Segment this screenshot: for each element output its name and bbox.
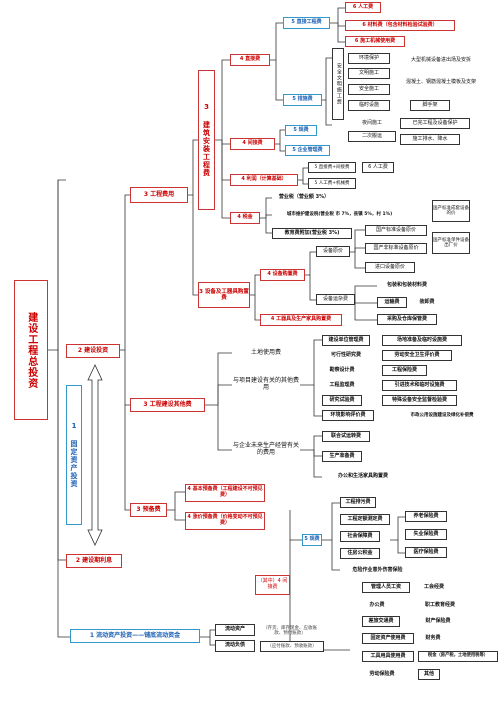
fee-item-3: 社会保障费 bbox=[340, 531, 380, 542]
fee-item-4: 住房公积金 bbox=[340, 548, 380, 559]
measure-safety-node: 安全施工 bbox=[348, 84, 390, 95]
mgmt-item-4: 固定资产使用费 bbox=[362, 633, 414, 644]
measure-civil-node: 文明施工 bbox=[348, 68, 390, 79]
land-item-4: 工程监理费 bbox=[329, 381, 355, 388]
land-item-10: 引进技术和临时设施费 bbox=[382, 380, 457, 391]
measure-scaffold-node: 脚手架 bbox=[410, 100, 450, 111]
reserve-node: 3 预备费 bbox=[130, 503, 167, 517]
land-item-12: 市政公用设施建设及绿化补偿费 bbox=[410, 412, 474, 418]
land-item-9: 工程保险费 bbox=[382, 365, 427, 376]
mgmt-item-5: 工具用具使用费 bbox=[362, 651, 414, 662]
engineering-cost-node: 3 工程费用 bbox=[130, 187, 188, 203]
measure-env-node: 环境保护 bbox=[348, 53, 390, 64]
future-item-1: 联合试运转费 bbox=[322, 431, 370, 442]
domestic-nonstd-node: 国产非标准设备原价 bbox=[365, 243, 427, 254]
mgmt-item-9: 财产保险费 bbox=[425, 617, 451, 624]
fees-node: 5 规费 bbox=[285, 125, 317, 136]
storage-node: 采购及仓库保管费 bbox=[377, 314, 437, 325]
direct-cost-node: 4 直接费 bbox=[230, 54, 270, 66]
social-item-3: 医疗保险费 bbox=[405, 547, 447, 558]
machinery-node: 6 施工机械使用费 bbox=[345, 36, 405, 47]
mgmt-item-3: 差旅交通费 bbox=[362, 616, 400, 627]
pack-node: 包装和包装材料费 bbox=[386, 282, 427, 289]
business-tax-node: 营业税（营业额 3%） bbox=[278, 194, 330, 201]
fee-item-2: 工程定额测定费 bbox=[340, 514, 390, 525]
equipment-misc-node: 设备运杂费 bbox=[316, 294, 355, 305]
current-assets-node: 流动资产 bbox=[215, 624, 255, 636]
root-node: 建设工程总投资 bbox=[14, 280, 48, 420]
fees-detail-node: 5 规费 bbox=[302, 534, 322, 546]
domestic-std-node: 国产标准设备原价 bbox=[365, 225, 427, 236]
measure-transport-node: 二次搬运 bbox=[348, 131, 396, 142]
profit-base-2-node: 5 人工费+机械费 bbox=[308, 178, 356, 189]
construction-investment-node: 2 建设投资 bbox=[66, 344, 120, 358]
labor-node: 6 人工费 bbox=[345, 2, 381, 13]
social-item-2: 失业保险费 bbox=[405, 529, 447, 540]
measure-machine-node: 大型机械设备进出场及安拆 bbox=[410, 57, 471, 64]
price-reserve-node: 4 涨价预备费（价格变动不可预见费） bbox=[185, 512, 265, 530]
future-related-node: 与企业未来生产经营有关的费用 bbox=[232, 442, 299, 456]
current-assets-note: （存货、库存现金、应收账款、预付账款） bbox=[263, 625, 317, 636]
fee-item-5: 危险作业意外伤害保险 bbox=[352, 566, 403, 573]
current-liabilities-node: 流动负债 bbox=[215, 640, 255, 652]
measure-formwork-node: 混凝土、钢筋混凝土模板及支架 bbox=[405, 79, 476, 86]
working-capital-node: 1 流动资产投资——铺底流动资金 bbox=[70, 629, 200, 643]
measure-night-node: 夜间施工 bbox=[361, 120, 382, 127]
land-item-8: 劳动安全卫生评价费 bbox=[382, 350, 452, 361]
education-tax-node: 教育费附加(营业税 3%) bbox=[272, 228, 352, 239]
profit-base-1-node: 5 直接费+间接费 bbox=[308, 162, 356, 173]
mgmt-item-6: 劳动保险费 bbox=[369, 670, 395, 677]
measure-protection-node: 已完工程及设备保护 bbox=[400, 118, 470, 129]
equipment-cost-node: 3 设备及工器具购置费 bbox=[198, 282, 250, 308]
land-item-11: 特殊设备安全监督检验费 bbox=[382, 395, 457, 406]
nonstd-note-node: 国产标准单件设备出厂价 bbox=[432, 232, 470, 254]
mgmt-item-7: 工会经费 bbox=[423, 583, 444, 590]
tools-node: 4 工器具及生产家具购置费 bbox=[260, 314, 342, 326]
basic-reserve-node: 4 基本预备费（工程建设不可预见费） bbox=[185, 484, 265, 502]
land-item-2: 可行性研究费 bbox=[330, 351, 361, 358]
other-cost-node: 3 工程建设其他费 bbox=[130, 398, 205, 412]
equipment-purchase-node: 4 设备购置费 bbox=[260, 269, 305, 281]
interest-node: 2 建设期利息 bbox=[66, 554, 122, 568]
std-note-node: 国产标准成套设备的价 bbox=[432, 200, 470, 222]
equipment-price-node: 设备原价 bbox=[316, 246, 350, 257]
land-item-1: 建设单位管理费 bbox=[322, 335, 370, 346]
tax-node: 4 税金 bbox=[230, 212, 260, 224]
measure-node: 5 措施费 bbox=[283, 94, 322, 106]
profit-labor-node: 6 人工费 bbox=[362, 162, 394, 173]
social-item-1: 养老保险费 bbox=[405, 511, 447, 522]
fee-item-1: 工程排污费 bbox=[340, 497, 376, 508]
mgmt-item-11: 税金（房产税，土地使用税等） bbox=[418, 651, 498, 662]
current-liabilities-note: （应付账款、预收账款） bbox=[260, 641, 324, 652]
mgmt-indirect-node: （其中）4 间接费 bbox=[255, 575, 290, 595]
fixed-asset-node: 1 固定资产投资 bbox=[66, 385, 82, 525]
import-node: 进口设备原价 bbox=[365, 262, 415, 273]
install-cost-node: 3 建筑安装工程费 bbox=[198, 70, 215, 210]
handling-node: 装卸费 bbox=[419, 298, 435, 305]
civilized-construction-node: 安全文明施工费 bbox=[332, 48, 344, 120]
project-related-node: 与项目建设有关的其他费用 bbox=[232, 377, 299, 391]
profit-node: 4 利润（计算基础） bbox=[230, 174, 298, 186]
land-use-node: 土地使用费 bbox=[250, 348, 281, 356]
land-item-5: 研究试验费 bbox=[322, 395, 362, 406]
future-item-3: 办公和生活家具购置费 bbox=[337, 472, 388, 479]
land-item-3: 勘察设计费 bbox=[329, 366, 355, 373]
measure-temp-node: 临时设施 bbox=[348, 100, 390, 111]
direct-engineering-node: 5 直接工程费 bbox=[283, 17, 330, 29]
mgmt-item-12: 其他 bbox=[418, 669, 440, 680]
mgmt-item-2: 办公费 bbox=[369, 601, 385, 608]
indirect-cost-node: 4 间接费 bbox=[230, 138, 275, 150]
mgmt-item-8: 职工教育经费 bbox=[424, 601, 455, 608]
freight-node: 运输费 bbox=[377, 297, 407, 308]
land-item-6: 环境影响评价费 bbox=[322, 410, 374, 421]
mgmt-item-10: 财务费 bbox=[425, 634, 441, 641]
material-node: 6 材料费（包含材料检验试验费） bbox=[345, 20, 455, 31]
mgmt-item-1: 管理人员工资 bbox=[362, 582, 410, 593]
management-node: 5 企业管理费 bbox=[285, 145, 330, 156]
future-item-2: 生产准备费 bbox=[322, 451, 362, 462]
measure-drainage-node: 施工排水、降水 bbox=[400, 134, 460, 145]
land-item-7: 场地准备及临时设施费 bbox=[382, 335, 462, 346]
urban-tax-node: 城市维护建设税(营业税 市 7%，县镇 5%，村 1%) bbox=[286, 212, 393, 218]
